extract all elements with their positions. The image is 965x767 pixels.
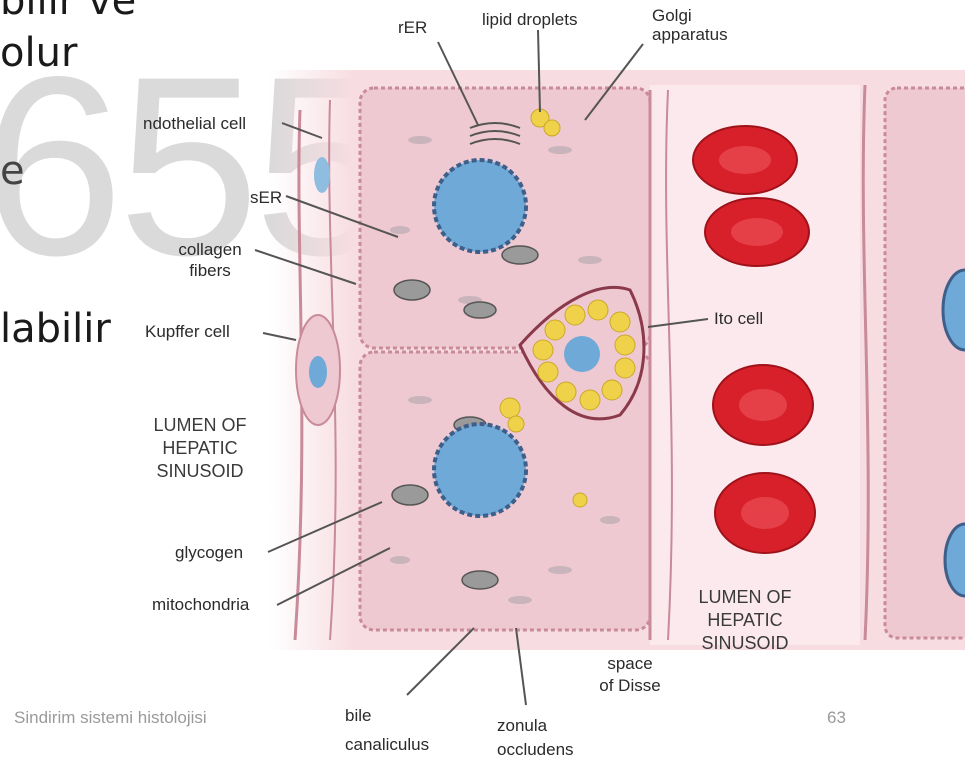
label-collagen-line2: fibers	[170, 261, 250, 280]
label-lumen-left-line2: HEPATIC	[140, 438, 260, 459]
label-ser: sER	[250, 188, 282, 207]
label-zonula-occludens-line2: occludens	[497, 740, 574, 759]
label-lumen-left-line3: SINUSOID	[140, 461, 260, 482]
label-space-of-disse-line2: of Disse	[582, 676, 678, 695]
label-lumen-right-line1: LUMEN OF	[685, 587, 805, 608]
label-lumen-left-line1: LUMEN OF	[140, 415, 260, 436]
label-rer: rER	[398, 18, 427, 37]
footer-title: Sindirim sistemi histolojisi	[14, 708, 207, 728]
label-bile-canaliculus-line1: bile	[345, 706, 371, 725]
endothelial-nucleus	[314, 157, 330, 193]
label-space-of-disse-line1: space	[590, 654, 670, 673]
label-golgi-line2: apparatus	[652, 25, 728, 44]
hepatocyte-nucleus-lower	[434, 424, 526, 516]
label-mitochondria: mitochondria	[152, 595, 249, 614]
label-lipid-droplets: lipid droplets	[482, 10, 577, 29]
label-endothelial-cell: ndothelial cell	[143, 114, 246, 133]
label-lumen-right-line3: SINUSOID	[685, 633, 805, 654]
label-collagen-line1: collagen	[170, 240, 250, 259]
kupffer-nucleus	[309, 356, 327, 388]
page-number: 63	[827, 708, 846, 728]
label-kupffer-cell: Kupffer cell	[145, 322, 230, 341]
label-golgi-line1: Golgi	[652, 6, 692, 25]
label-bile-canaliculus-line2: canaliculus	[345, 735, 429, 754]
ito-nucleus	[564, 336, 600, 372]
label-lumen-right-line2: HEPATIC	[685, 610, 805, 631]
label-glycogen: glycogen	[175, 543, 243, 562]
label-zonula-occludens-line1: zonula	[497, 716, 547, 735]
hepatocyte-nucleus-upper	[434, 160, 526, 252]
label-ito-cell: Ito cell	[714, 309, 763, 328]
